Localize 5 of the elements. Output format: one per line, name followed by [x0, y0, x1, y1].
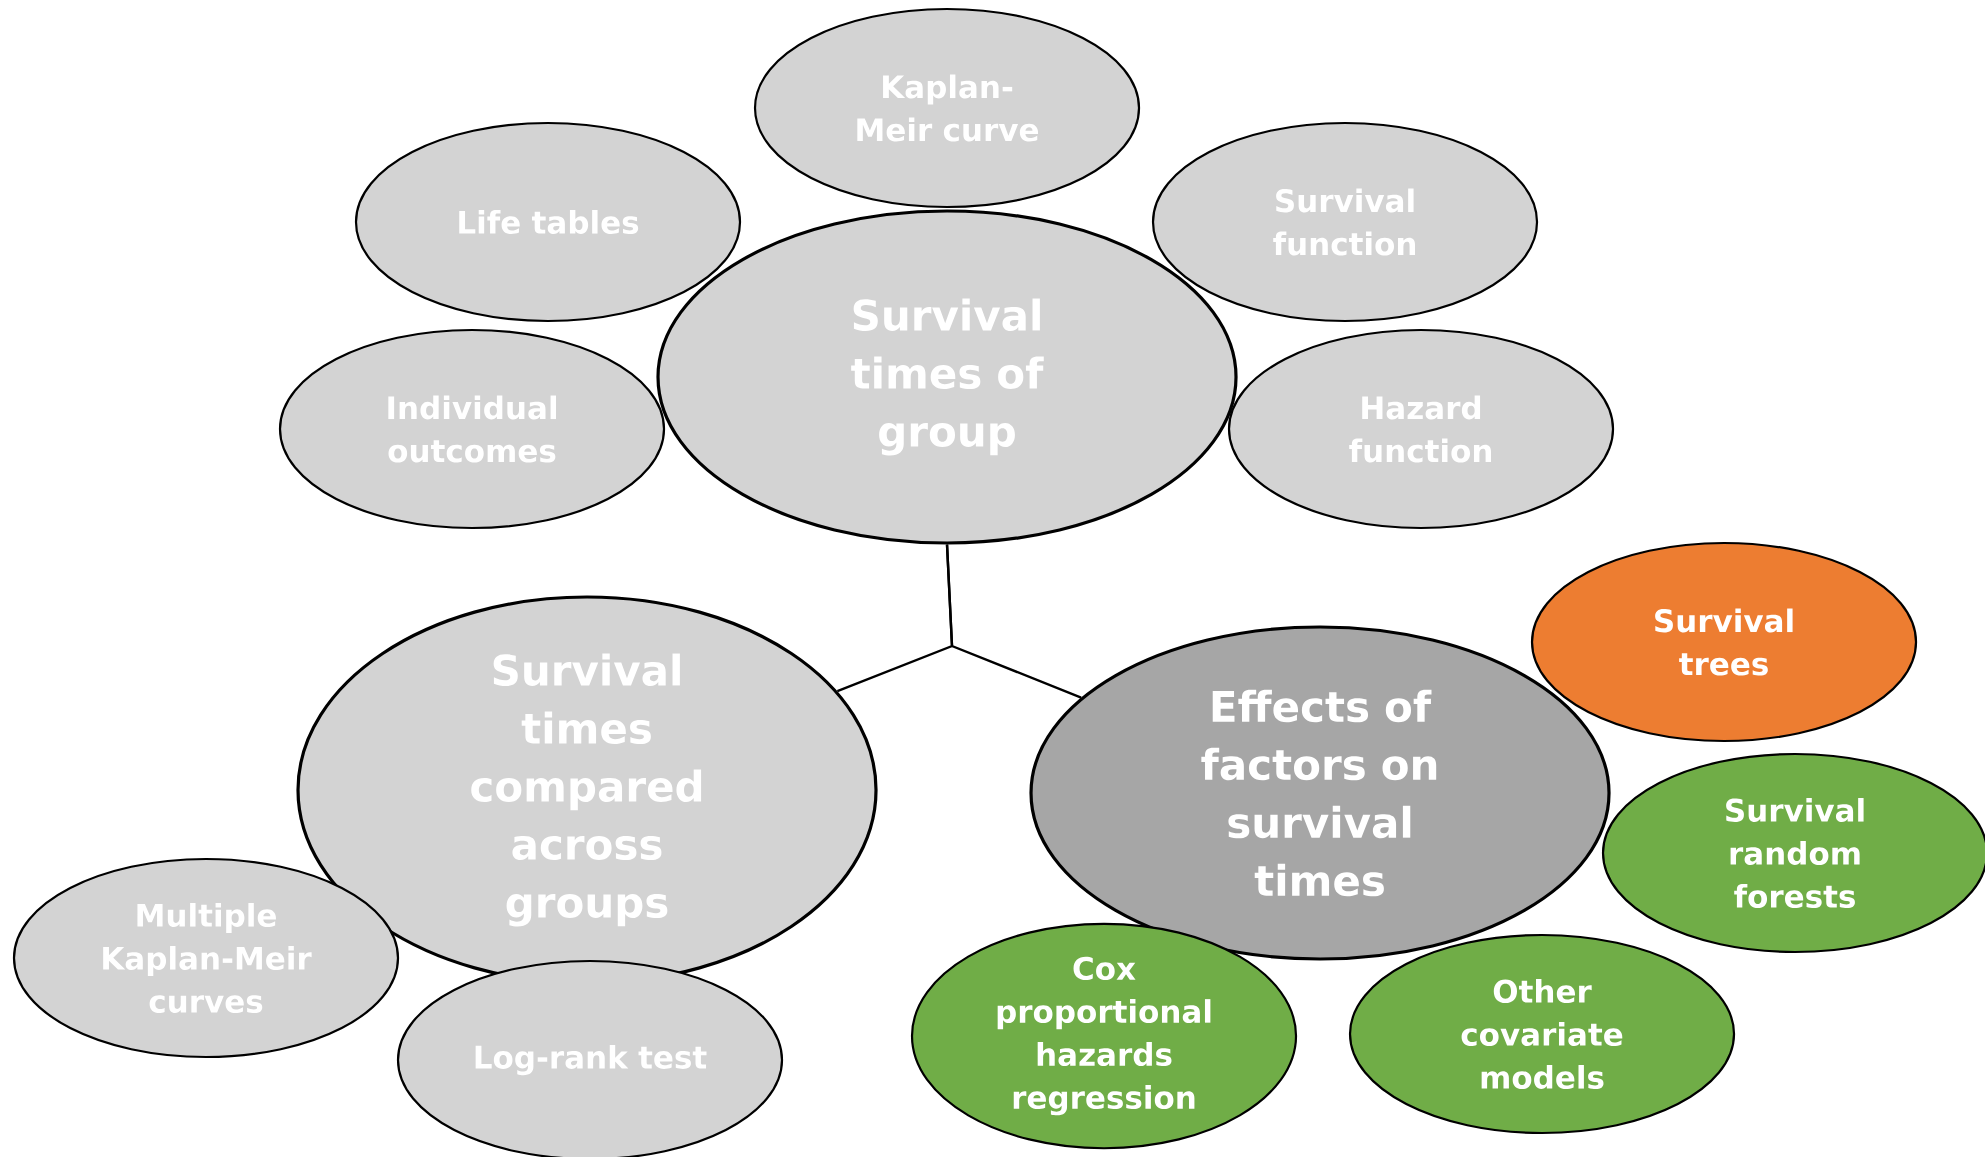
connector-line [945, 544, 1082, 699]
ellipse-node: Survival trees [1530, 541, 1918, 743]
ellipse-node: Survival random forests [1601, 752, 1985, 954]
ellipse-node: Other covariate models [1348, 933, 1736, 1135]
ellipse-node: Cox proportional hazards regression [910, 922, 1298, 1150]
